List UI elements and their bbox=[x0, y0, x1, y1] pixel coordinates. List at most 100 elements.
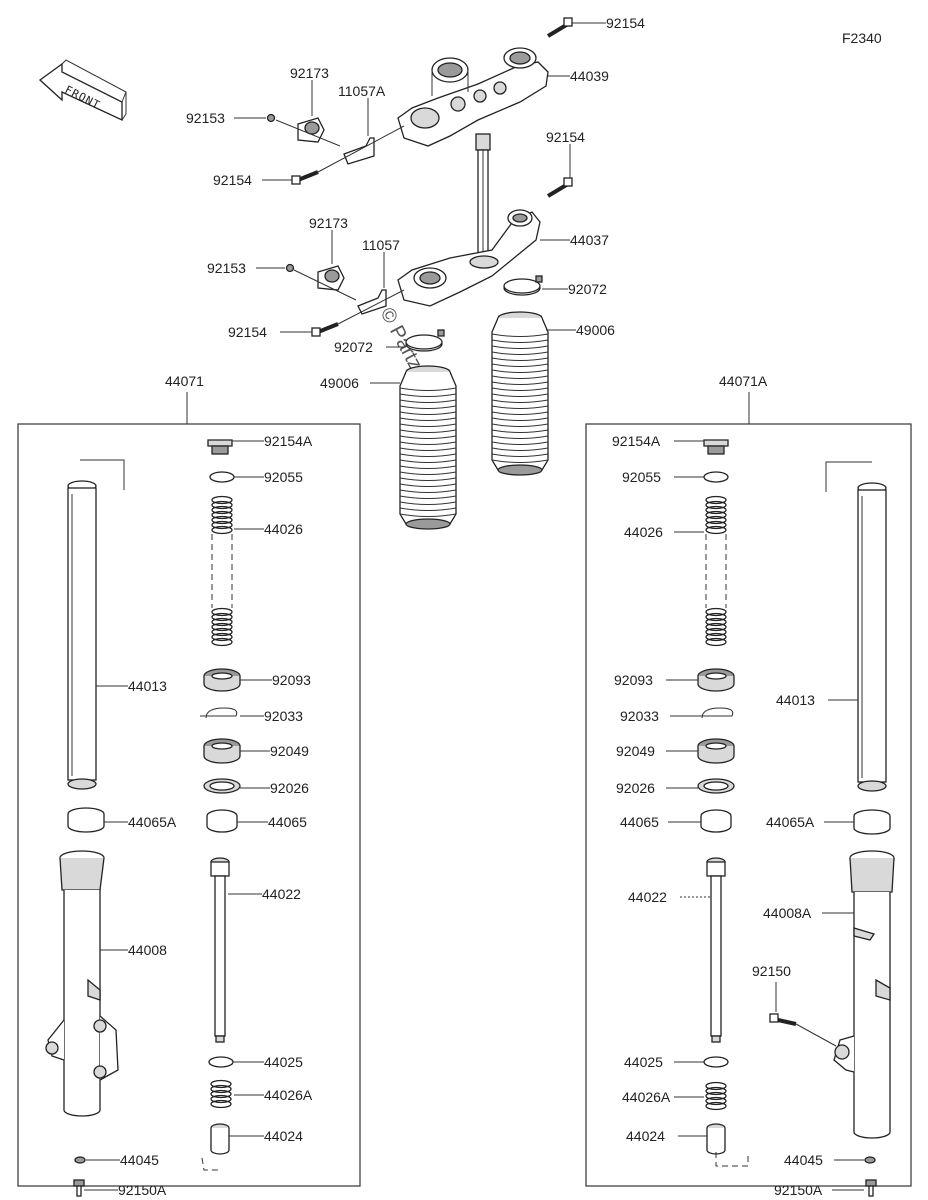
right-bushing-part bbox=[700, 809, 732, 833]
assembly-left-label: 44071 bbox=[165, 373, 204, 389]
label-r-spring-a: 44026A bbox=[622, 1089, 671, 1105]
label-lower-bracket: 44037 bbox=[570, 232, 609, 248]
label-upper-bracket: 44039 bbox=[570, 68, 609, 84]
label-l-spring-a: 44026A bbox=[264, 1087, 313, 1103]
label-bolt-lower-right: 92154 bbox=[546, 129, 585, 145]
label-r-seal: 92049 bbox=[616, 743, 655, 759]
label-clamp-lower: 92173 bbox=[309, 215, 348, 231]
label-r-retainer: 92033 bbox=[620, 708, 659, 724]
label-l-inner-tube: 44013 bbox=[128, 678, 167, 694]
label-screw-upper: 92153 bbox=[186, 110, 225, 126]
label-l-cap-bolt: 92154A bbox=[264, 433, 313, 449]
label-bolt-lower-left: 92154 bbox=[228, 324, 267, 340]
right-oil-seal-part bbox=[697, 668, 735, 692]
label-r-cap-bolt: 92154A bbox=[612, 433, 661, 449]
left-oring-part bbox=[209, 471, 235, 483]
left-ring-part bbox=[208, 1056, 234, 1068]
right-outer-tube-part bbox=[833, 850, 895, 1139]
left-inner-tube-part bbox=[67, 459, 125, 790]
right-inner-tube-part bbox=[825, 461, 887, 792]
right-washer-part bbox=[697, 778, 735, 794]
label-r-cylinder: 44022 bbox=[628, 889, 667, 905]
assembly-right-label: 44071A bbox=[719, 373, 768, 389]
left-bushing-part bbox=[206, 809, 238, 833]
label-r-oil-seal: 92093 bbox=[614, 672, 653, 688]
top-bolt-part bbox=[546, 17, 573, 38]
steering-stem-part bbox=[475, 133, 491, 261]
right-caliper-bolt-part bbox=[769, 1013, 797, 1026]
label-r-bushing: 44065 bbox=[620, 814, 659, 830]
left-oil-seal-part bbox=[203, 668, 241, 692]
lower-left-bolt-part bbox=[311, 322, 339, 337]
label-l-gasket: 44045 bbox=[120, 1152, 159, 1168]
diagram-code: F2340 bbox=[842, 30, 882, 46]
upper-left-bolt-part bbox=[291, 170, 319, 185]
label-r-caliper-bolt: 92150 bbox=[752, 963, 791, 979]
label-r-bottom-bolt: 92150A bbox=[774, 1182, 823, 1198]
label-r-ring: 44025 bbox=[624, 1054, 663, 1070]
upper-clamp-part bbox=[297, 117, 325, 143]
left-gasket-part bbox=[74, 1156, 86, 1164]
label-stay-upper: 11057A bbox=[338, 83, 386, 99]
label-l-cylinder: 44022 bbox=[262, 886, 301, 902]
label-r-outer-tube: 44008A bbox=[763, 905, 812, 921]
label-top-bolt: 92154 bbox=[606, 15, 645, 31]
label-l-oring: 92055 bbox=[264, 469, 303, 485]
assembly-left-frame bbox=[17, 423, 361, 1187]
label-l-retainer: 92033 bbox=[264, 708, 303, 724]
label-r-piece: 44024 bbox=[626, 1128, 665, 1144]
label-l-oil-seal: 92093 bbox=[272, 672, 311, 688]
right-spring-a-part bbox=[705, 1081, 727, 1111]
right-piece-part bbox=[706, 1123, 726, 1155]
label-l-seal: 92049 bbox=[270, 743, 309, 759]
left-washer-part bbox=[203, 778, 241, 794]
label-l-ring: 44025 bbox=[264, 1054, 303, 1070]
upper-screw-part bbox=[266, 113, 276, 123]
left-spring-a-part bbox=[210, 1079, 232, 1109]
left-cap-bolt-part bbox=[207, 439, 233, 455]
right-gasket-part bbox=[864, 1156, 876, 1164]
right-cap-bolt-part bbox=[703, 439, 729, 455]
assembly-right-frame bbox=[585, 423, 912, 1187]
label-r-washer: 92026 bbox=[616, 780, 655, 796]
left-seal-part bbox=[203, 738, 241, 764]
boot-right-part bbox=[491, 311, 549, 476]
label-l-bushing: 44065 bbox=[268, 814, 307, 830]
label-stay-lower: 11057 bbox=[362, 237, 400, 253]
right-bushing-a-part bbox=[853, 809, 891, 835]
label-r-inner-tube: 44013 bbox=[776, 692, 815, 708]
boot-left-part bbox=[399, 365, 457, 530]
left-bottom-bolt-part bbox=[73, 1179, 85, 1197]
label-clamp-upper: 92173 bbox=[290, 65, 329, 81]
lower-bracket-part bbox=[397, 209, 541, 307]
label-band-left: 92072 bbox=[334, 339, 373, 355]
right-spring-part bbox=[705, 495, 727, 647]
label-l-spring: 44026 bbox=[264, 521, 303, 537]
right-bottom-bolt-part bbox=[865, 1179, 877, 1197]
right-ring-part bbox=[703, 1056, 729, 1068]
label-l-bottom-bolt: 92150A bbox=[118, 1182, 167, 1198]
front-arrow-icon: FRONT bbox=[38, 59, 127, 122]
label-l-piece: 44024 bbox=[264, 1128, 303, 1144]
label-l-outer-tube: 44008 bbox=[128, 942, 167, 958]
left-piece-part bbox=[210, 1123, 230, 1155]
label-l-washer: 92026 bbox=[270, 780, 309, 796]
label-band-right: 92072 bbox=[568, 281, 607, 297]
left-spring-part bbox=[211, 495, 233, 647]
label-boot-left: 49006 bbox=[320, 375, 359, 391]
left-retainer-part bbox=[200, 707, 238, 719]
upper-bracket-part bbox=[397, 47, 549, 147]
lower-screw-part bbox=[285, 263, 295, 273]
label-r-bushing-a: 44065A bbox=[766, 814, 815, 830]
left-outer-tube-part bbox=[45, 850, 119, 1117]
right-seal-part bbox=[697, 738, 735, 764]
label-l-bushing-a: 44065A bbox=[128, 814, 177, 830]
lower-clamp-part bbox=[317, 265, 345, 291]
band-left-part bbox=[405, 329, 445, 352]
right-retainer-part bbox=[696, 707, 734, 719]
upper-stay-part bbox=[343, 137, 375, 165]
label-r-oring: 92055 bbox=[622, 469, 661, 485]
left-cylinder-part bbox=[210, 857, 230, 1043]
left-bushing-a-part bbox=[67, 807, 105, 833]
